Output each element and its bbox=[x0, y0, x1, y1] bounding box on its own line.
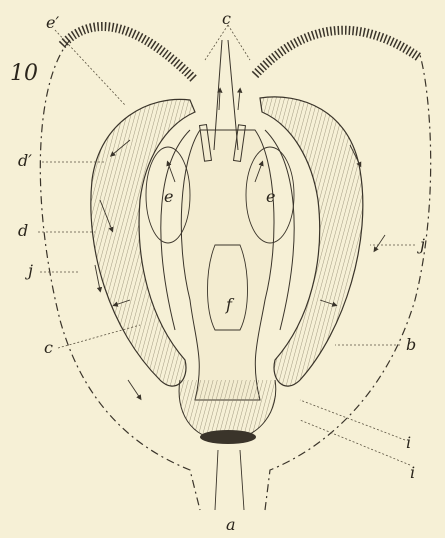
lower-canal bbox=[215, 450, 244, 510]
label-d: d bbox=[18, 221, 28, 240]
anterior-adductor bbox=[200, 430, 256, 444]
right-serrated-fringe bbox=[255, 30, 420, 75]
label-c-top: c bbox=[222, 9, 231, 28]
label-e-prime: e′ bbox=[46, 13, 59, 32]
label-i-lower: i bbox=[410, 463, 415, 482]
label-b: b bbox=[406, 335, 416, 354]
label-a: a bbox=[226, 515, 236, 534]
label-i-upper: i bbox=[406, 433, 411, 452]
label-j-right: j bbox=[417, 235, 425, 254]
central-visceral-mass bbox=[181, 130, 274, 400]
left-serrated-fringe bbox=[62, 26, 195, 80]
left-gill-lobe bbox=[91, 99, 195, 386]
label-d-prime: d′ bbox=[18, 151, 32, 170]
label-e-right: e bbox=[266, 187, 275, 206]
label-e-left: e bbox=[164, 187, 173, 206]
label-c-left: c bbox=[44, 338, 53, 357]
label-j-left: j bbox=[25, 261, 33, 280]
figure-number: 10 bbox=[10, 61, 38, 86]
